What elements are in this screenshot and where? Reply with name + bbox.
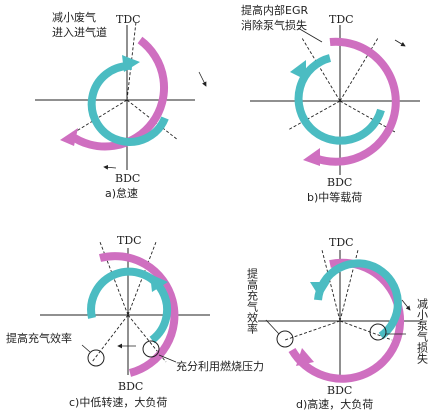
panel-caption: a)怠速 — [105, 186, 138, 200]
intake-arc — [87, 267, 172, 344]
tdc-label: TDC — [116, 13, 141, 26]
bdc-label: BDC — [115, 172, 140, 185]
valve-timing-line — [301, 37, 341, 102]
intake-arc — [314, 259, 402, 340]
annotation-leader — [158, 354, 177, 363]
annotation-line1: 提高内部EGR — [241, 3, 308, 17]
intake-arrow-head — [150, 274, 168, 292]
intake-arc — [87, 61, 169, 146]
tdc-label: TDC — [329, 13, 354, 26]
annotation-leader — [265, 319, 280, 335]
valve-timing-line — [339, 37, 379, 102]
annotation-leader — [297, 27, 323, 43]
rotation-arrow — [103, 164, 117, 170]
exhaust-arc — [67, 36, 168, 151]
overlap-circle — [369, 323, 387, 341]
overlap-circle — [142, 340, 160, 358]
rotation-arrow — [401, 299, 411, 311]
intake-arrow-head — [122, 55, 140, 72]
panel-a: TDC BDC a)怠速 减小废气 进入进气道 — [35, 10, 207, 200]
annotation-right: 充分利用燃烧压力 — [176, 359, 264, 373]
annotation-right-vertical: 减小泵气损失 — [416, 298, 429, 365]
annotation-leader — [81, 344, 91, 353]
rotation-arrow — [394, 39, 406, 47]
annotation-line2: 消除泵气损失 — [241, 18, 307, 32]
valve-timing-line — [91, 314, 129, 363]
bdc-label: BDC — [118, 380, 143, 393]
exhaust-arc — [98, 252, 179, 377]
valve-timing-line — [126, 21, 137, 101]
exhaust-arrow-head — [303, 148, 320, 166]
tdc-label: TDC — [117, 234, 142, 247]
intake-arrow-head — [310, 282, 330, 298]
overlap-circle — [276, 330, 294, 348]
bdc-label: BDC — [327, 176, 352, 189]
valve-timing-line — [321, 249, 341, 322]
annotation-line1: 减小废气 — [52, 10, 96, 24]
panel-b: TDC BDC b)中等载荷 提高内部EGR 消除泵气损失 — [241, 3, 420, 204]
exhaust-arrow-head — [296, 348, 314, 366]
panel-caption: b)中等载荷 — [307, 190, 362, 204]
panel-c: TDC BDC c)中低转速，大负荷 提高充气效率 充分利用燃烧压力 — [6, 234, 264, 409]
valve-timing-line — [127, 241, 157, 316]
rotation-arrow — [198, 71, 207, 87]
bdc-label: BDC — [327, 384, 352, 397]
valve-timing-line — [339, 100, 396, 133]
intake-arrow-head — [290, 60, 306, 80]
panel-d: TDC BDC d)高速，大负荷 提高充气效率 减小泵气损失 — [246, 236, 429, 411]
exhaust-arc — [313, 37, 400, 166]
annotation-left: 提高充气效率 — [6, 331, 72, 345]
overlap-circle — [87, 349, 105, 367]
annotation-left-vertical: 提高充气效率 — [246, 268, 259, 335]
annotation-line2: 进入进气道 — [52, 25, 107, 39]
panel-caption: d)高速，大负荷 — [296, 397, 373, 411]
exhaust-arrow-head — [60, 128, 78, 146]
intake-arc — [294, 54, 385, 145]
tdc-label: TDC — [329, 236, 354, 249]
panel-caption: c)中低转速，大负荷 — [69, 395, 167, 409]
valve-timing-line — [69, 99, 128, 136]
